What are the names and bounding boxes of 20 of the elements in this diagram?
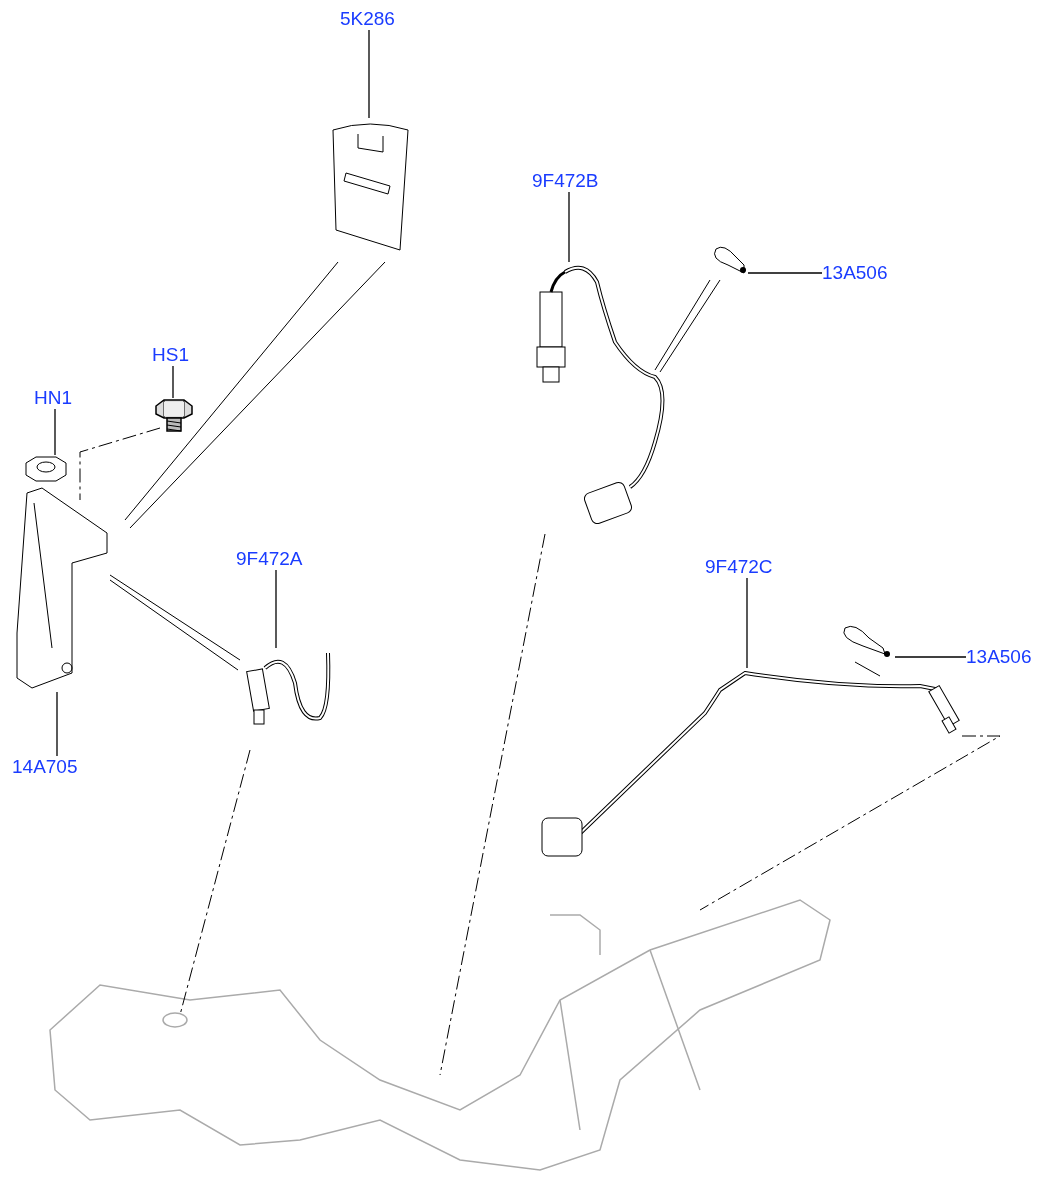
leader-line [368, 29, 370, 119]
part-number: 14A705 [12, 756, 102, 778]
part-number: HS1 [152, 344, 194, 366]
leader-line [746, 577, 748, 669]
leader-line [56, 691, 58, 757]
part-number: 9F472C [705, 556, 789, 578]
part-number: 9F472B [532, 170, 606, 192]
leader-line [54, 408, 56, 456]
leader-line [747, 272, 823, 274]
part-number: 13A506 [966, 646, 1042, 668]
bolt-drawing [152, 398, 196, 432]
part-number: 5K286 [340, 8, 398, 30]
part-number: 13A506 [822, 262, 898, 284]
leader-line [568, 191, 570, 263]
part-number: 9F472A [236, 548, 316, 570]
leader-line [894, 656, 967, 658]
leader-line [172, 365, 174, 399]
nut-drawing [22, 455, 70, 483]
part-number: HN1 [34, 387, 76, 409]
leader-line [275, 569, 277, 649]
